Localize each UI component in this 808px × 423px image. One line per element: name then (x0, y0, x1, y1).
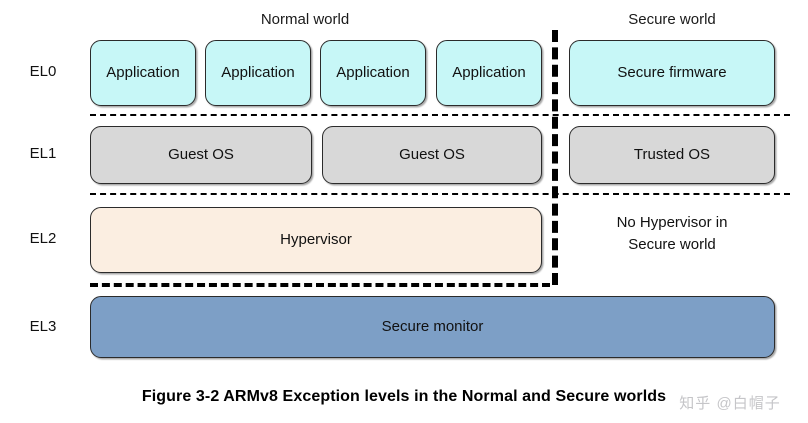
divider-normal-secure-worlds (552, 30, 558, 285)
exception-level-label-el1: EL1 (29, 145, 57, 162)
node-hypervisor: Hypervisor (90, 207, 542, 273)
exception-level-label-el2: EL2 (29, 230, 57, 247)
divider-el1-el2 (90, 193, 790, 195)
figure-caption: Figure 3-2 ARMv8 Exception levels in the… (141, 388, 667, 405)
note-no-hypervisor-in-secure-world: No Hypervisor in Secure world (616, 214, 728, 253)
exception-level-label-el3: EL3 (29, 318, 57, 335)
node-application-1: Application (90, 40, 196, 106)
node-trusted-os: Trusted OS (569, 126, 775, 184)
node-application-2: Application (205, 40, 311, 106)
exception-level-label-el0: EL0 (29, 63, 57, 80)
normal-world-header: Normal world (260, 11, 350, 28)
divider-el0-el1 (90, 114, 790, 116)
divider-el2-el3 (90, 283, 550, 287)
node-application-3: Application (320, 40, 426, 106)
node-application-4: Application (436, 40, 542, 106)
node-guest-os-1: Guest OS (90, 126, 312, 184)
node-secure-firmware: Secure firmware (569, 40, 775, 106)
node-secure-monitor: Secure monitor (90, 296, 775, 358)
secure-world-header: Secure world (628, 11, 716, 28)
node-guest-os-2: Guest OS (322, 126, 542, 184)
